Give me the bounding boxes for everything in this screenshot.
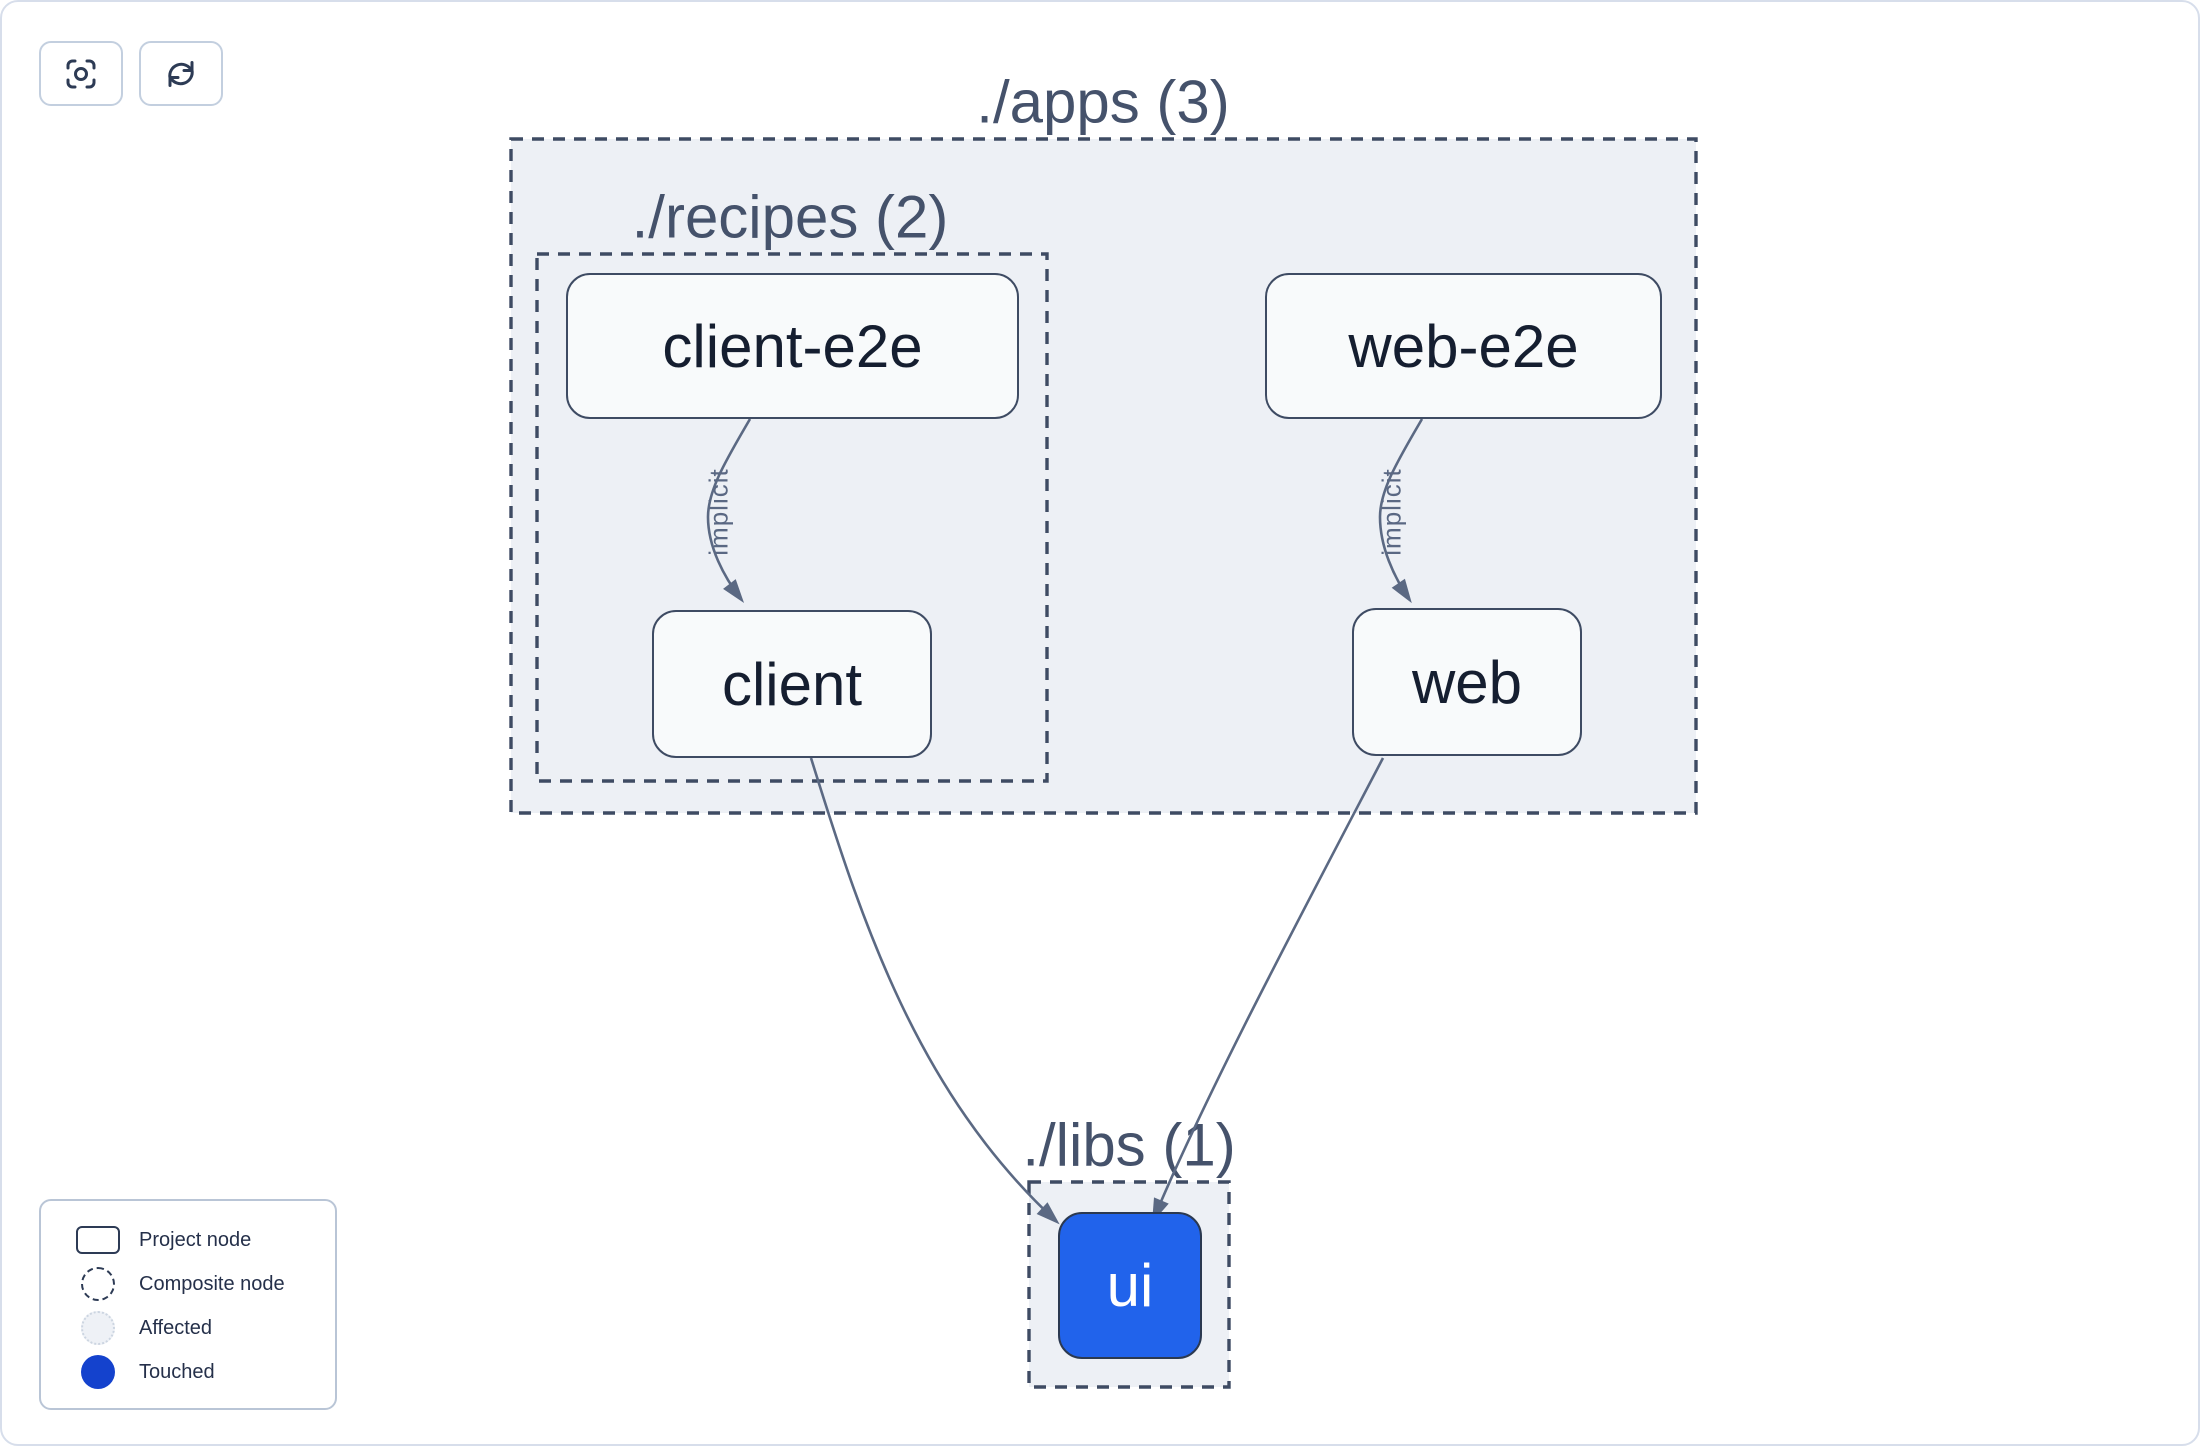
composite-node-swatch — [81, 1267, 115, 1301]
legend-label: Composite node — [139, 1272, 285, 1295]
group-label-libs: ./libs (1) — [1022, 1111, 1236, 1179]
legend-item-touched: Touched — [41, 1350, 335, 1394]
node-client[interactable]: client — [652, 610, 932, 758]
crosshair-focus-icon — [62, 55, 100, 93]
node-client-e2e[interactable]: client-e2e — [566, 273, 1019, 419]
legend-item-composite-node: Composite node — [41, 1262, 335, 1306]
legend-panel: Project node Composite node Affected Tou… — [39, 1199, 337, 1410]
project-node-swatch — [76, 1226, 120, 1254]
legend-label: Touched — [139, 1360, 215, 1383]
edge-label-implicit-client: implicit — [703, 468, 734, 556]
legend-item-project-node: Project node — [41, 1218, 335, 1262]
focus-button[interactable] — [39, 41, 123, 106]
refresh-sync-icon — [161, 54, 201, 94]
group-box-recipes[interactable] — [535, 252, 1049, 783]
touched-swatch — [81, 1355, 115, 1389]
group-label-recipes: ./recipes (2) — [631, 183, 949, 251]
edge-label-implicit-web: implicit — [1376, 468, 1407, 556]
group-label-apps: ./apps (3) — [976, 68, 1230, 136]
legend-item-affected: Affected — [41, 1306, 335, 1350]
node-web[interactable]: web — [1352, 608, 1582, 756]
refresh-button[interactable] — [139, 41, 223, 106]
legend-label: Affected — [139, 1316, 213, 1339]
affected-swatch — [81, 1311, 115, 1345]
node-web-e2e[interactable]: web-e2e — [1265, 273, 1662, 419]
legend-label: Project node — [139, 1228, 252, 1251]
node-ui[interactable]: ui — [1058, 1212, 1202, 1359]
